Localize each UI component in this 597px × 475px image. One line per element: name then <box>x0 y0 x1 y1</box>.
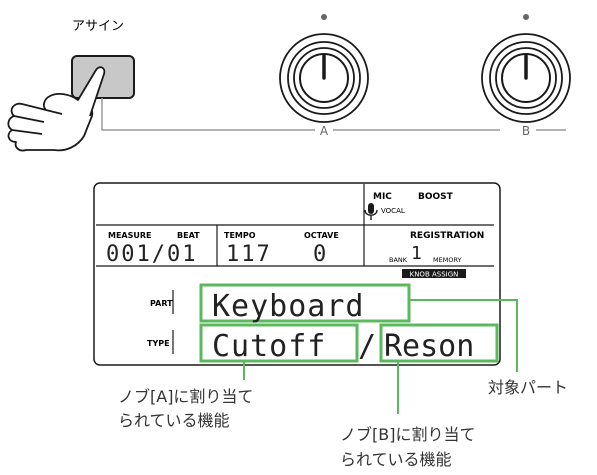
microphone-icon <box>364 203 378 220</box>
lcd-beat-label: BEAT <box>177 231 200 240</box>
type-b-value-highlight <box>379 323 499 363</box>
knob-b-label: B <box>522 124 530 138</box>
knob-assign-bar <box>402 269 466 278</box>
lcd-knob-assign-label: KNOB ASSIGN <box>410 271 459 279</box>
lcd-mic-label: MIC <box>373 192 392 202</box>
lcd-tempo-value: 117 <box>226 242 272 267</box>
knob-b[interactable] <box>481 14 571 123</box>
lcd-registration-value: 1 <box>411 243 422 264</box>
lcd-part-label: PART <box>150 299 173 308</box>
knob-a-label: A <box>320 124 329 138</box>
lcd-octave-value: 0 <box>313 242 326 267</box>
lcd-boost-label: BOOST <box>418 192 454 202</box>
part-value-highlight <box>199 283 411 323</box>
lcd-type-value-a: Cutoff <box>212 329 326 364</box>
lcd-type-slash: / <box>358 329 376 364</box>
lcd-vocal-label: VOCAL <box>381 207 405 215</box>
lcd-registration-label: REGISTRATION <box>410 231 484 241</box>
lcd-type-label: TYPE <box>147 339 170 348</box>
target-part-caption: 対象パート <box>488 378 568 397</box>
type-a-value-highlight <box>199 323 359 363</box>
knob-a-caption-line2: られている機能 <box>118 411 230 430</box>
target-part-leader <box>409 299 518 372</box>
knob-a[interactable] <box>279 14 369 123</box>
lcd-tempo-label: TEMPO <box>224 231 256 240</box>
knob-a-connector <box>101 98 315 131</box>
lcd-bank-label: BANK <box>389 256 408 264</box>
knob-b-caption-line2: られている機能 <box>340 450 452 469</box>
knob-b-caption-line1: ノブ[B]に割り当て <box>340 425 475 444</box>
lcd-type-value-b: Reson <box>384 329 474 364</box>
lcd-measure-label: MEASURE <box>108 231 152 240</box>
lcd-octave-label: OCTAVE <box>304 231 339 240</box>
hand-pointer-icon <box>7 66 106 152</box>
lcd-part-value: Keyboard <box>212 289 365 324</box>
lcd-measure-beat-value: 001/01 <box>106 242 197 267</box>
lcd-memory-label: MEMORY <box>433 256 462 264</box>
knob-a-caption-line1: ノブ[A]に割り当て <box>118 387 253 406</box>
assign-button-label: アサイン <box>72 19 124 34</box>
